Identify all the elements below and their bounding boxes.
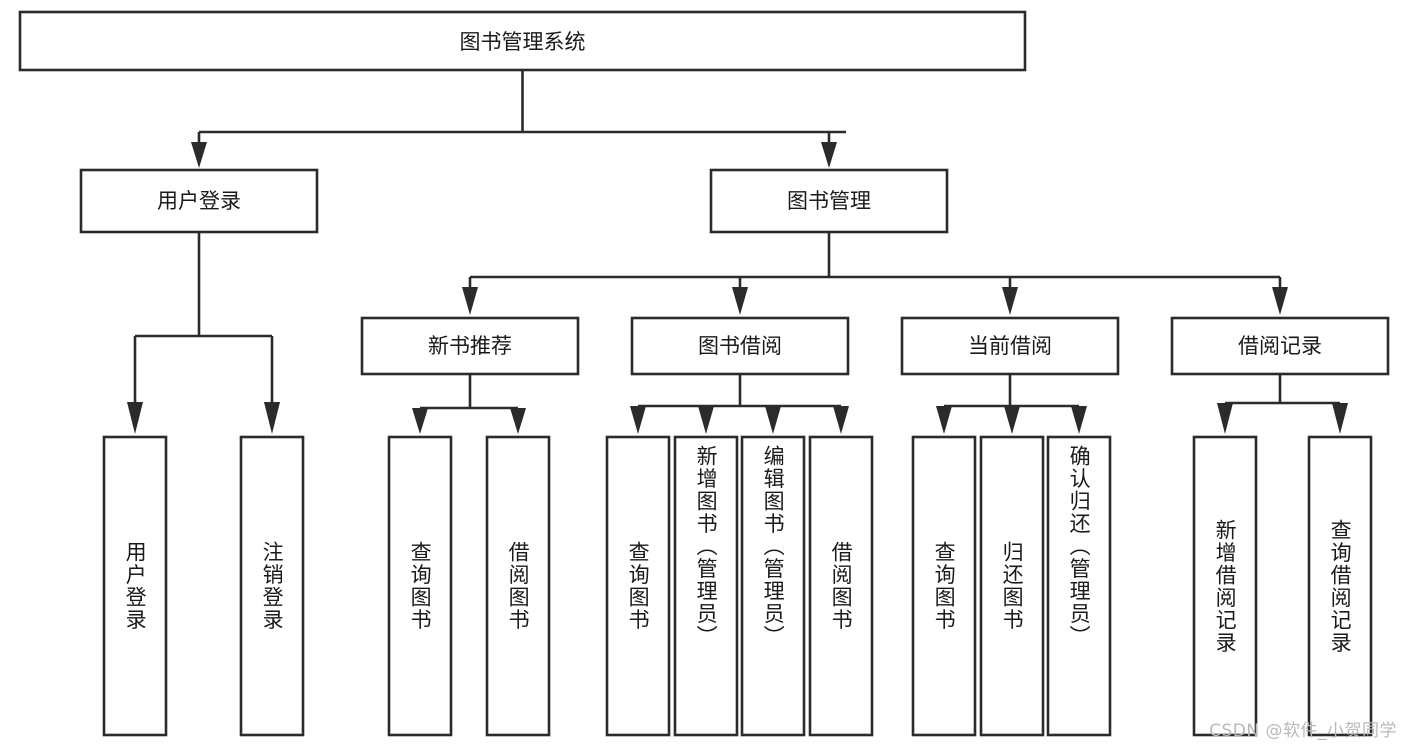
arrowhead-leaf-edit-book [765,406,781,434]
node-borrow-record-label: 借阅记录 [1238,334,1322,358]
node-new-book-recommend-label: 新书推荐 [428,334,512,358]
node-book-management-label: 图书管理 [787,189,871,213]
connector-group-book-borrow [630,374,849,434]
arrowhead-leaf-query-book-2 [630,406,646,434]
arrowhead-leaf-add-borrow-record [1217,403,1233,434]
node-leaf-borrow-book-1-box[interactable] [485,435,551,737]
connector-group-user-login [127,232,280,434]
arrowhead-leaf-return-book [1004,406,1020,434]
node-leaf-query-book-1-box[interactable] [387,435,453,737]
connector-group-root [191,70,846,168]
arrowhead-borrow-record [1272,287,1288,315]
node-book-management[interactable]: 图书管理 [709,168,949,234]
node-root-box[interactable] [18,10,1027,72]
node-book-borrow-box[interactable] [630,316,850,376]
node-new-book-recommend-box[interactable] [360,316,580,376]
node-leaf-query-borrow-record-box[interactable] [1307,435,1373,737]
node-leaf-add-book-box[interactable] [673,435,739,737]
arrowhead-book-borrow [732,287,748,315]
node-leaf-logout-login-box[interactable] [239,435,305,737]
node-leaf-return-book-box[interactable] [979,435,1045,737]
csdn-watermark: CSDN @软件_小贺同学 [1209,721,1397,741]
node-current-borrow-label: 当前借阅 [968,334,1052,358]
arrowhead-current-borrow [1002,287,1018,315]
node-current-borrow[interactable]: 当前借阅 [900,316,1120,376]
node-user-login[interactable]: 用户登录 [79,168,319,234]
arrowhead-new-book-recommend [462,287,478,315]
node-user-login-box[interactable] [79,168,319,234]
arrowhead-leaf-user-login [127,402,143,434]
connector-group-book-management [462,232,1288,315]
node-leaf-user-login-box[interactable] [102,435,168,737]
node-leaf-confirm-return-box[interactable] [1046,435,1112,737]
arrowhead-leaf-query-book-1 [412,408,428,434]
node-root[interactable]: 图书管理系统 [18,10,1027,72]
arrowhead-leaf-query-book-3 [936,406,952,434]
arrowhead-leaf-logout-login [264,402,280,434]
node-root-label: 图书管理系统 [460,30,586,54]
arrowhead-leaf-add-book [698,406,714,434]
node-leaf-edit-book-box[interactable] [740,435,806,737]
node-borrow-record-box[interactable] [1170,316,1390,376]
leaf-boxes [102,435,1373,737]
node-current-borrow-box[interactable] [900,316,1120,376]
node-book-borrow-label: 图书借阅 [698,334,782,358]
node-new-book-recommend[interactable]: 新书推荐 [360,316,580,376]
connector-group-borrow-record [1217,374,1348,434]
node-leaf-borrow-book-2-box[interactable] [808,435,874,737]
node-leaf-query-book-2-box[interactable] [605,435,671,737]
node-book-borrow[interactable]: 图书借阅 [630,316,850,376]
arrowhead-leaf-confirm-return [1071,406,1087,434]
arrowhead-book-management [821,142,837,168]
arrowhead-user-login [191,142,207,168]
arrowhead-leaf-query-borrow-record [1332,403,1348,434]
node-borrow-record[interactable]: 借阅记录 [1170,316,1390,376]
connector-group-current-borrow [936,374,1087,434]
arrowhead-leaf-borrow-book-1 [510,408,526,434]
arrowhead-leaf-borrow-book-2 [833,406,849,434]
node-leaf-query-book-3-box[interactable] [911,435,977,737]
node-user-login-label: 用户登录 [157,189,241,213]
node-book-management-box[interactable] [709,168,949,234]
node-leaf-add-borrow-record-box[interactable] [1192,435,1258,737]
connector-group-new-book-recommend [412,374,526,434]
